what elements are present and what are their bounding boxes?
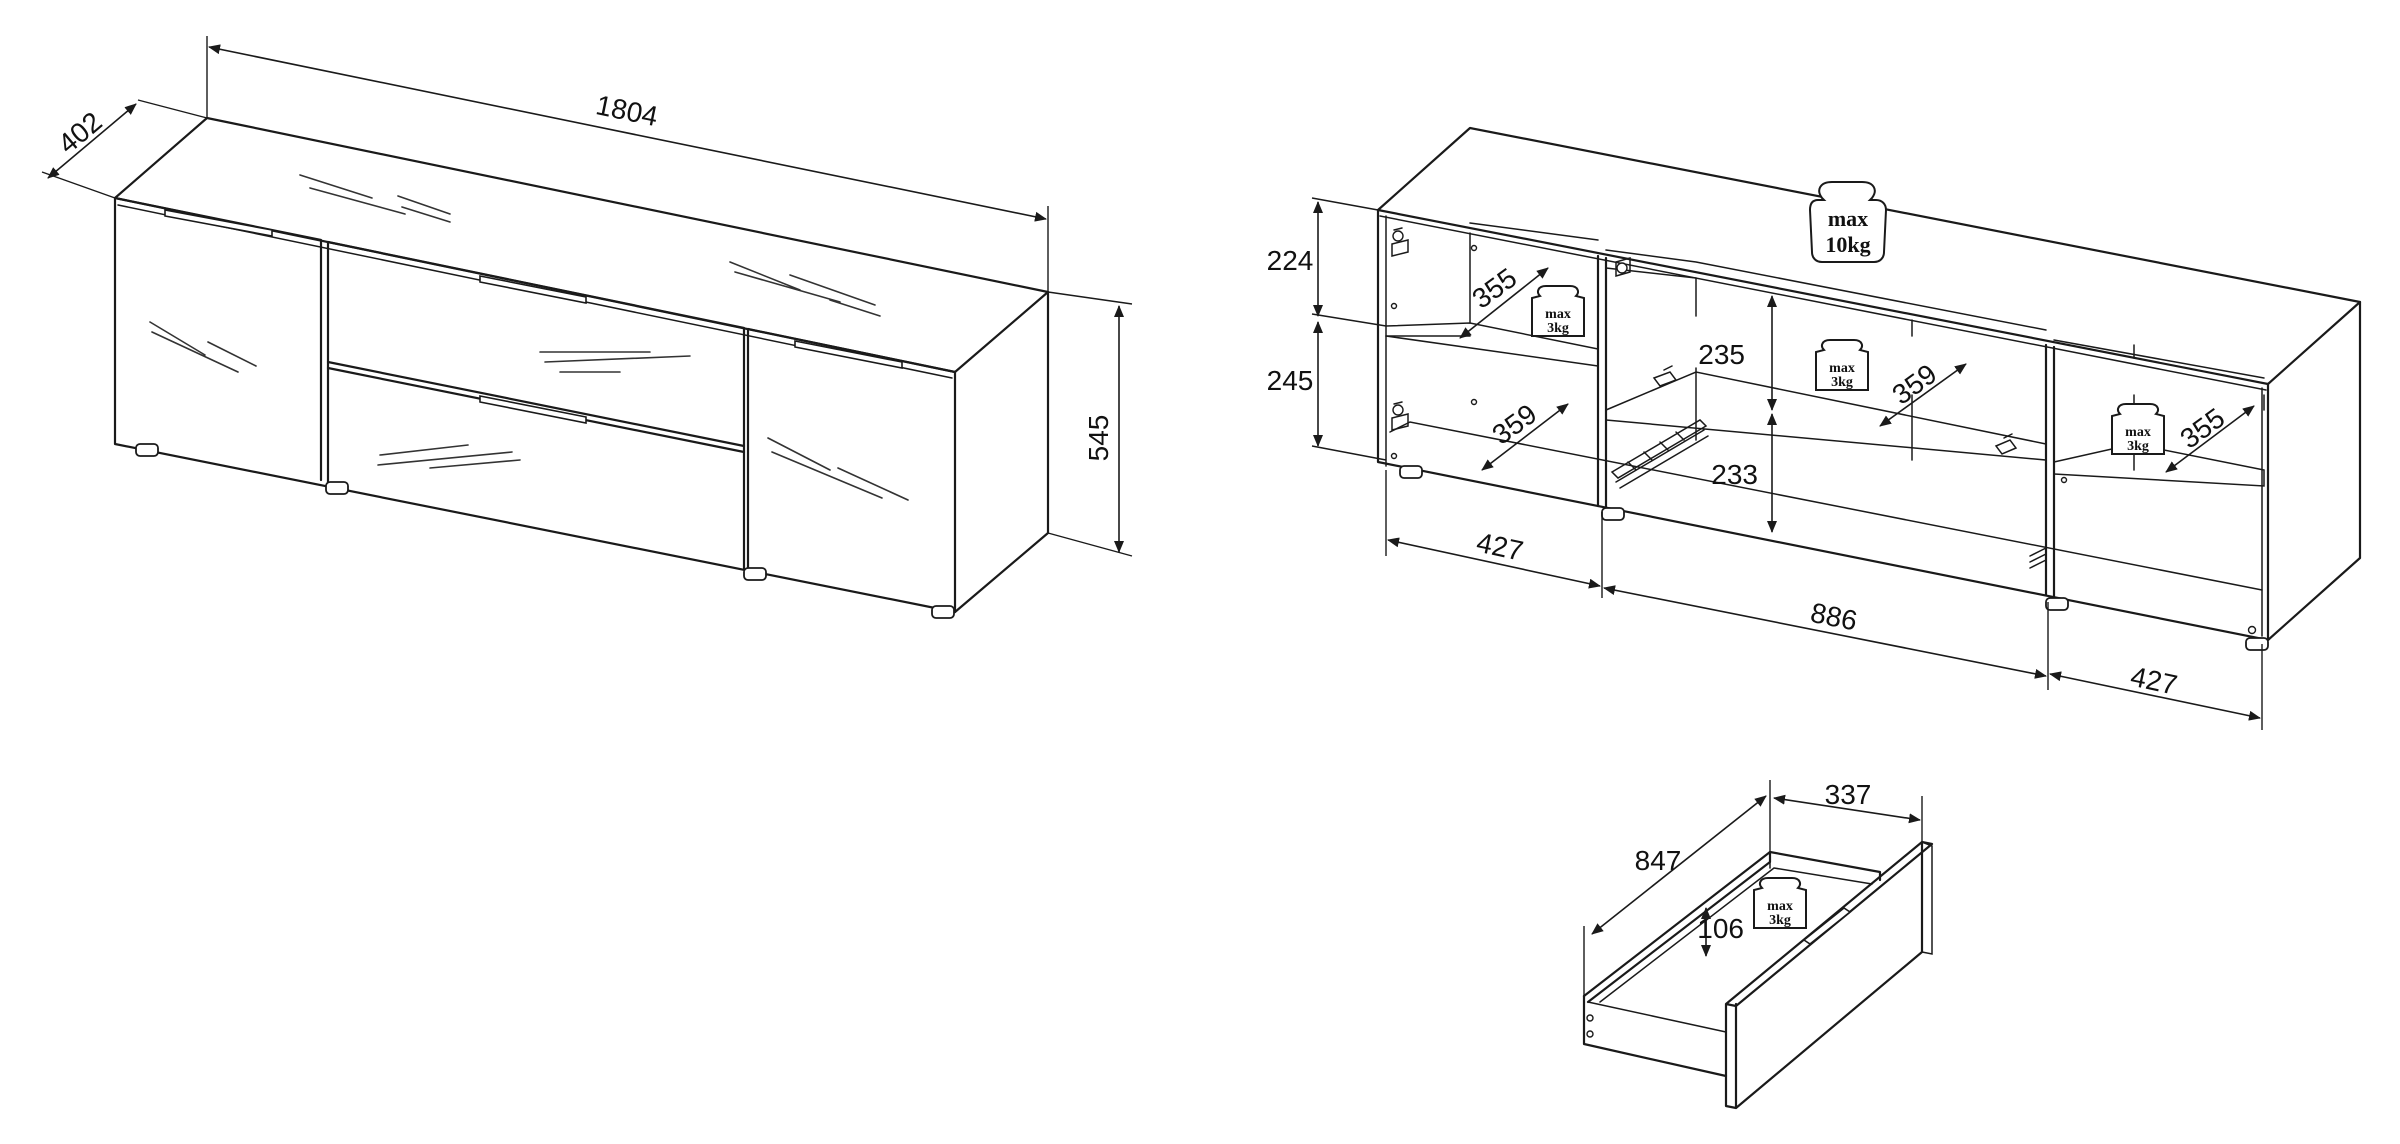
weight-middle-line1: max: [1829, 361, 1855, 376]
weight-top-line2: 10kg: [1825, 232, 1870, 257]
hinge-icon: [1994, 433, 2018, 455]
label-drawer-inner-depth: 337: [1825, 779, 1872, 810]
dimension-line-depth: [47, 103, 137, 179]
label-middle-drawer-space-height: 235: [1698, 339, 1745, 370]
foot: [1601, 507, 1625, 521]
foot: [325, 481, 349, 495]
drawer-outer: [1582, 994, 1728, 1078]
dimension-line-middle-section: [1603, 585, 2047, 679]
dimension-line-left-section: [1387, 537, 1601, 589]
weight-drawer-line2: 3kg: [1769, 913, 1791, 928]
dimension-line-847: [1591, 795, 1767, 935]
foot: [931, 605, 955, 619]
dimension-line-left-shelf-bottom: [1481, 403, 1569, 471]
cabinet-top-surface: [113, 116, 1050, 374]
weight-drawer-line1: max: [1767, 899, 1793, 914]
label-top-compartment-height: 224: [1267, 245, 1314, 276]
label-right-shelf-depth: 355: [2174, 402, 2230, 455]
cabinet-right-side: [953, 290, 1050, 614]
label-lower-compartment-height: 245: [1267, 365, 1314, 396]
hinge-icon: [1652, 365, 1678, 387]
label-middle-lower-height: 233: [1711, 459, 1758, 490]
open-cabinet-view: 224 245 355 359 235 233 359 355 427 886 …: [1267, 126, 2362, 730]
dimension-line-middle-shelf: [1879, 363, 1967, 427]
weight-icon: max 3kg: [1531, 285, 1585, 337]
foot: [2045, 597, 2069, 611]
cabinet-front: [113, 196, 957, 614]
handle-bottom-drawer: [479, 395, 587, 424]
left-door: [113, 196, 323, 482]
foot: [2245, 637, 2269, 651]
label-overall-height: 545: [1083, 415, 1114, 462]
glass-reflections: [149, 174, 909, 501]
left-shelf: [1385, 322, 1599, 367]
weight-right-line2: 3kg: [2127, 439, 2149, 454]
label-right-section-width: 427: [2128, 661, 2180, 701]
drawer-runner-icon: [2029, 547, 2047, 569]
weight-icon: max 3kg: [1753, 877, 1807, 929]
drawer-runner-icon: [1610, 419, 1709, 489]
left-divider: [1596, 254, 1608, 510]
right-shelf: [2053, 443, 2265, 487]
weight-icon: max 10kg: [1808, 181, 1888, 263]
weight-left-line1: max: [1545, 307, 1571, 322]
dimension-line-width: [208, 44, 1047, 222]
label-overall-depth: 402: [52, 106, 108, 160]
foot: [1399, 465, 1423, 479]
foot: [135, 443, 159, 457]
drawer-view: 847 337 106 max 3kg: [1582, 779, 1934, 1110]
label-drawer-inner-width: 847: [1635, 845, 1682, 876]
hinge-icon: [1615, 257, 1631, 277]
carcass-right-side: [2266, 300, 2362, 642]
weight-middle-line2: 3kg: [1831, 375, 1853, 390]
drawer-handle: [1802, 907, 1852, 945]
handle-top-drawer: [479, 275, 587, 304]
label-overall-width: 1804: [593, 89, 660, 132]
dimension-line-right-shelf: [2165, 405, 2255, 473]
weight-right-line1: max: [2125, 425, 2151, 440]
label-left-shelf-depth-bottom: 359: [1486, 398, 1542, 451]
label-drawer-inner-height: 106: [1697, 913, 1744, 944]
handle-right-door: [794, 340, 903, 369]
weight-left-line2: 3kg: [1547, 321, 1569, 336]
right-divider: [2044, 343, 2056, 599]
hinge-icon: [1391, 227, 1409, 257]
handle-left-door: [164, 209, 273, 237]
weight-icon: max 3kg: [2111, 403, 2165, 455]
middle-shelf: [1605, 371, 2047, 461]
label-left-shelf-depth-top: 355: [1466, 262, 1522, 315]
carcass-front-frame: [1376, 208, 2270, 642]
closed-cabinet-view: 1804 402 545: [41, 36, 1133, 619]
dimension-line-337: [1773, 794, 1921, 824]
hinge-icon: [1391, 401, 1409, 431]
dimension-line-left-shelf-top: [1459, 267, 1549, 339]
label-middle-shelf-depth: 359: [1886, 358, 1942, 411]
weight-top-line1: max: [1828, 206, 1868, 231]
right-door: [746, 327, 957, 570]
foot: [743, 567, 767, 581]
dimension-line-right-section: [2049, 671, 2261, 721]
weight-icon: max 3kg: [1815, 339, 1869, 391]
